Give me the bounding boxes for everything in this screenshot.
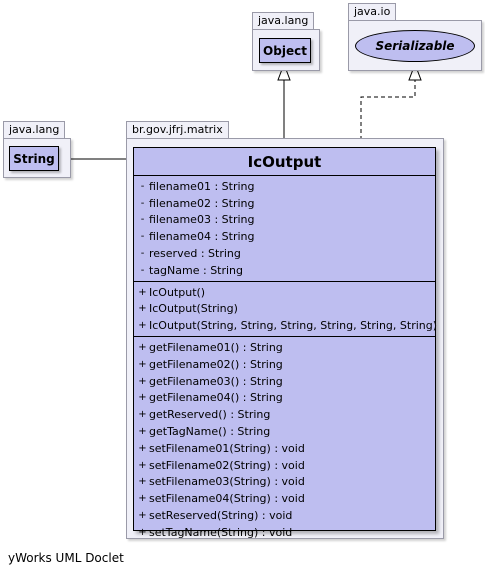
method-row[interactable]: +getReserved() : String xyxy=(136,406,435,423)
visibility-marker: + xyxy=(138,286,147,298)
member-signature: filename03 : String xyxy=(149,213,255,227)
constructor-row[interactable]: +IcOutput(String, String, String, String… xyxy=(136,317,438,334)
method-row[interactable]: +setTagName(String) : void xyxy=(136,524,435,541)
method-row[interactable]: +getFilename03() : String xyxy=(136,373,435,390)
visibility-marker: + xyxy=(138,303,147,315)
visibility-marker: + xyxy=(138,493,147,505)
visibility-marker: + xyxy=(138,510,147,522)
member-signature: getFilename03() : String xyxy=(149,374,283,388)
method-row[interactable]: +setFilename04(String) : void xyxy=(136,490,435,507)
method-row[interactable]: +getFilename04() : String xyxy=(136,390,435,407)
package-name: java.lang xyxy=(258,14,309,27)
package-tab-java-lang-string: java.lang xyxy=(3,121,66,138)
visibility-marker: - xyxy=(140,180,145,192)
package-name: br.gov.jfrj.matrix xyxy=(132,123,223,136)
visibility-marker: + xyxy=(138,526,147,538)
method-row[interactable]: +getFilename01() : String xyxy=(136,339,435,356)
package-tab-java-io: java.io xyxy=(348,3,397,20)
method-row[interactable]: +setFilename02(String) : void xyxy=(136,457,435,474)
member-signature: setFilename02(String) : void xyxy=(149,458,305,472)
visibility-marker: + xyxy=(138,426,147,438)
visibility-marker: - xyxy=(140,197,145,209)
member-signature: setFilename01(String) : void xyxy=(149,441,305,455)
member-signature: reserved : String xyxy=(149,247,241,261)
member-signature: getTagName() : String xyxy=(149,425,271,439)
class-name: Object xyxy=(263,43,307,58)
class-title: IcOutput xyxy=(134,148,435,176)
implements-serializable-arrowhead xyxy=(408,62,422,81)
package-name: java.io xyxy=(354,5,391,18)
method-row[interactable]: +setFilename03(String) : void xyxy=(136,474,435,491)
attributes-section: -filename01 : String-filename02 : String… xyxy=(134,176,435,281)
class-object[interactable]: Object xyxy=(259,38,311,63)
member-signature: getReserved() : String xyxy=(149,408,271,422)
method-row[interactable]: +getFilename02() : String xyxy=(136,356,435,373)
member-signature: tagName : String xyxy=(149,263,244,277)
methods-section: +getFilename01() : String+getFilename02(… xyxy=(134,336,435,543)
member-signature: setTagName(String) : void xyxy=(149,525,293,539)
extends-object-arrowhead xyxy=(277,62,291,81)
visibility-marker: - xyxy=(140,231,145,243)
constructors-section: +IcOutput()+IcOutput(String)+IcOutput(St… xyxy=(134,280,438,336)
method-row[interactable]: +setFilename01(String) : void xyxy=(136,440,435,457)
interface-name: Serializable xyxy=(375,39,455,53)
visibility-marker: + xyxy=(138,459,147,471)
implements-serializable-line xyxy=(360,80,416,147)
visibility-marker: - xyxy=(140,264,145,276)
constructor-row[interactable]: +IcOutput(String) xyxy=(136,301,435,318)
member-signature: setFilename03(String) : void xyxy=(149,475,305,489)
attribute-row[interactable]: -reserved : String xyxy=(136,245,435,262)
interface-serializable[interactable]: Serializable xyxy=(355,30,475,62)
member-signature: setReserved(String) : void xyxy=(149,509,293,523)
package-tab-java-lang-object: java.lang xyxy=(252,12,315,29)
attribute-row[interactable]: -filename01 : String xyxy=(136,178,435,195)
visibility-marker: + xyxy=(138,358,147,370)
package-tab-matrix: br.gov.jfrj.matrix xyxy=(126,121,229,138)
package-name: java.lang xyxy=(9,123,60,136)
member-signature: filename01 : String xyxy=(149,179,255,193)
member-signature: setFilename04(String) : void xyxy=(149,492,305,506)
member-signature: filename04 : String xyxy=(149,230,255,244)
footer-credit: yWorks UML Doclet xyxy=(8,551,124,565)
attribute-row[interactable]: -filename04 : String xyxy=(136,228,435,245)
attribute-row[interactable]: -filename03 : String xyxy=(136,212,435,229)
class-string[interactable]: String xyxy=(9,146,59,171)
class-icoutput[interactable]: IcOutput -filename01 : String-filename02… xyxy=(133,147,438,539)
member-signature: IcOutput() xyxy=(149,285,206,299)
method-row[interactable]: +setReserved(String) : void xyxy=(136,507,435,524)
visibility-marker: + xyxy=(138,476,147,488)
member-signature: filename02 : String xyxy=(149,196,255,210)
attribute-row[interactable]: -tagName : String xyxy=(136,262,435,279)
member-signature: getFilename04() : String xyxy=(149,391,283,405)
attribute-row[interactable]: -filename02 : String xyxy=(136,195,435,212)
member-signature: IcOutput(String) xyxy=(149,302,238,316)
class-name: String xyxy=(13,151,55,166)
visibility-marker: - xyxy=(140,214,145,226)
visibility-marker: + xyxy=(138,442,147,454)
member-signature: getFilename01() : String xyxy=(149,341,283,355)
visibility-marker: + xyxy=(138,392,147,404)
member-signature: IcOutput(String, String, String, String,… xyxy=(149,319,438,333)
visibility-marker: + xyxy=(138,320,147,332)
visibility-marker: + xyxy=(138,342,147,354)
visibility-marker: - xyxy=(140,248,145,260)
method-row[interactable]: +getTagName() : String xyxy=(136,423,435,440)
visibility-marker: + xyxy=(138,409,147,421)
visibility-marker: + xyxy=(138,375,147,387)
constructor-row[interactable]: +IcOutput() xyxy=(136,284,435,301)
member-signature: getFilename02() : String xyxy=(149,357,283,371)
